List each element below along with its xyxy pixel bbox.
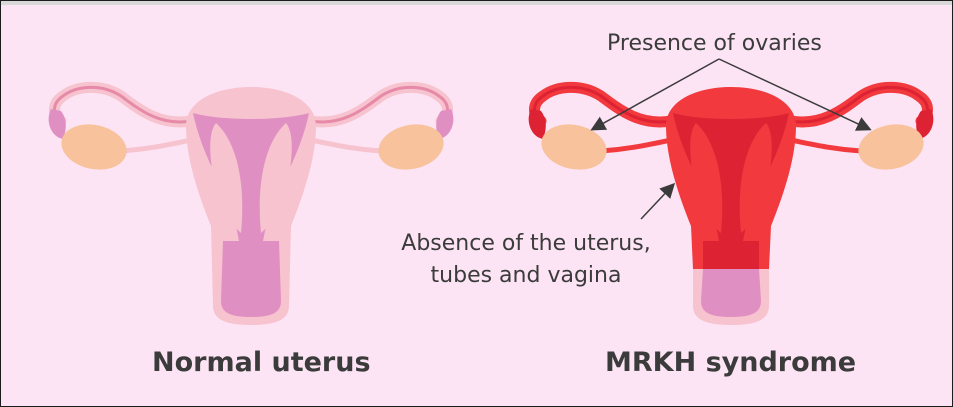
presence-of-ovaries-label: Presence of ovaries bbox=[607, 31, 822, 56]
normal-left-fimbria bbox=[49, 109, 66, 139]
mrkh-left-ovary bbox=[537, 119, 611, 176]
absence-label-line1: Absence of the uterus, bbox=[381, 228, 671, 260]
mrkh-lower-vagina bbox=[701, 269, 761, 317]
normal-left-fallopian-tube bbox=[55, 87, 192, 122]
normal-vagina bbox=[221, 241, 281, 317]
absence-label: Absence of the uterus, tubes and vagina bbox=[381, 228, 671, 292]
mrkh-right-fallopian-tube bbox=[791, 87, 928, 122]
mrkh-syndrome-caption: MRKH syndrome bbox=[605, 347, 856, 378]
normal-left-ovary bbox=[57, 119, 131, 176]
mrkh-left-fallopian-tube bbox=[535, 87, 672, 122]
absence-arrow bbox=[641, 185, 673, 219]
mrkh-left-fimbria bbox=[529, 109, 546, 139]
absence-label-line2: tubes and vagina bbox=[381, 260, 671, 292]
normal-right-fallopian-tube bbox=[311, 87, 448, 122]
normal-uterus-caption: Normal uterus bbox=[152, 347, 371, 378]
